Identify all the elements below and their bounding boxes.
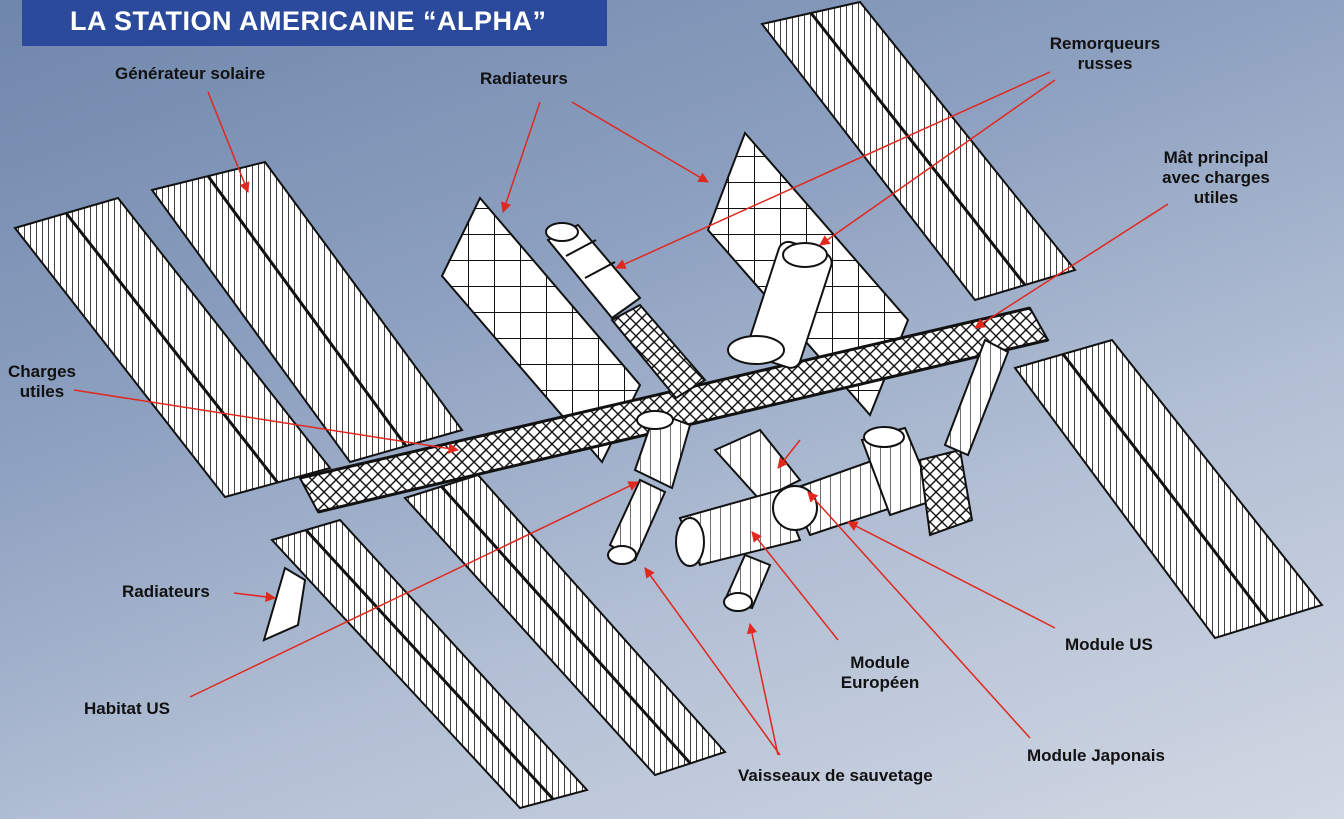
label-charges-utiles: Charges utiles — [0, 362, 84, 402]
title-bar — [22, 0, 607, 46]
arrow-charges — [73, 389, 460, 454]
page-title: LA STATION AMERICAINE “ALPHA” — [70, 6, 547, 36]
arrows — [73, 71, 1169, 756]
radiator-panel-left-small — [262, 566, 307, 642]
arrow-charges-2 — [777, 439, 801, 469]
solar-array-bottom-left — [270, 518, 589, 810]
node-cluster — [675, 426, 974, 567]
habitat-module — [633, 410, 692, 490]
label-remorqueurs-line1: Remorqueurs — [1049, 34, 1161, 53]
label-module-europeen-line2: Européen — [840, 673, 920, 692]
label-remorqueurs-russes: Remorqueurs russes — [1035, 34, 1175, 74]
arrow-habitat — [189, 481, 639, 698]
label-mat-line2: avec charges — [1162, 168, 1270, 187]
label-charges-line2: utiles — [19, 382, 65, 401]
arrow-generateur — [207, 91, 250, 193]
label-module-europeen-line1: Module — [850, 653, 910, 672]
arrow-module-japonais — [807, 491, 1031, 739]
solar-array-bottom-right — [1013, 338, 1324, 640]
russian-tug-left — [545, 222, 642, 320]
label-remorqueurs-line2: russes — [1077, 54, 1133, 73]
arrow-radiateurs-2 — [571, 101, 709, 183]
solar-array-bottom-center — [403, 473, 727, 777]
label-charges-line1: Charges — [7, 362, 77, 381]
arrow-remorqueur-1 — [615, 71, 1051, 269]
solar-array-top-right — [760, 0, 1077, 302]
label-radiateurs-top: Radiateurs — [480, 69, 568, 88]
arrow-vaisseau-2 — [746, 622, 779, 756]
solar-array-left-outer — [13, 196, 332, 499]
label-vaisseaux-sauvetage: Vaisseaux de sauvetage — [738, 766, 933, 785]
arrow-vaisseau-1 — [644, 567, 781, 756]
label-radiateurs-left: Radiateurs — [122, 582, 210, 601]
russian-tug-right — [727, 240, 833, 369]
lifeboat-right — [723, 553, 772, 612]
label-mat-line3: utiles — [1193, 188, 1239, 207]
robotic-arm — [943, 338, 1010, 457]
label-habitat-us: Habitat US — [84, 699, 170, 718]
label-generateur-solaire: Générateur solaire — [115, 64, 266, 83]
solar-array-left-inner — [150, 160, 464, 464]
lifeboat-left — [607, 478, 667, 565]
label-module-europeen: Module Européen — [820, 653, 940, 693]
label-mat-principal: Mât principal avec charges utiles — [1148, 148, 1284, 208]
arrow-module-europeen — [751, 531, 839, 641]
vertical-truss — [610, 303, 707, 400]
label-module-us: Module US — [1065, 635, 1153, 654]
arrow-module-us — [847, 521, 1056, 629]
arrow-radiateurs-left — [233, 591, 277, 603]
arrow-radiateurs-1 — [501, 101, 541, 213]
arrow-mat — [974, 203, 1169, 329]
label-module-japonais: Module Japonais — [1027, 746, 1165, 765]
label-mat-line1: Mât principal — [1163, 148, 1269, 167]
arrow-remorqueur-2 — [819, 79, 1056, 246]
radiator-panel-center — [440, 196, 642, 464]
